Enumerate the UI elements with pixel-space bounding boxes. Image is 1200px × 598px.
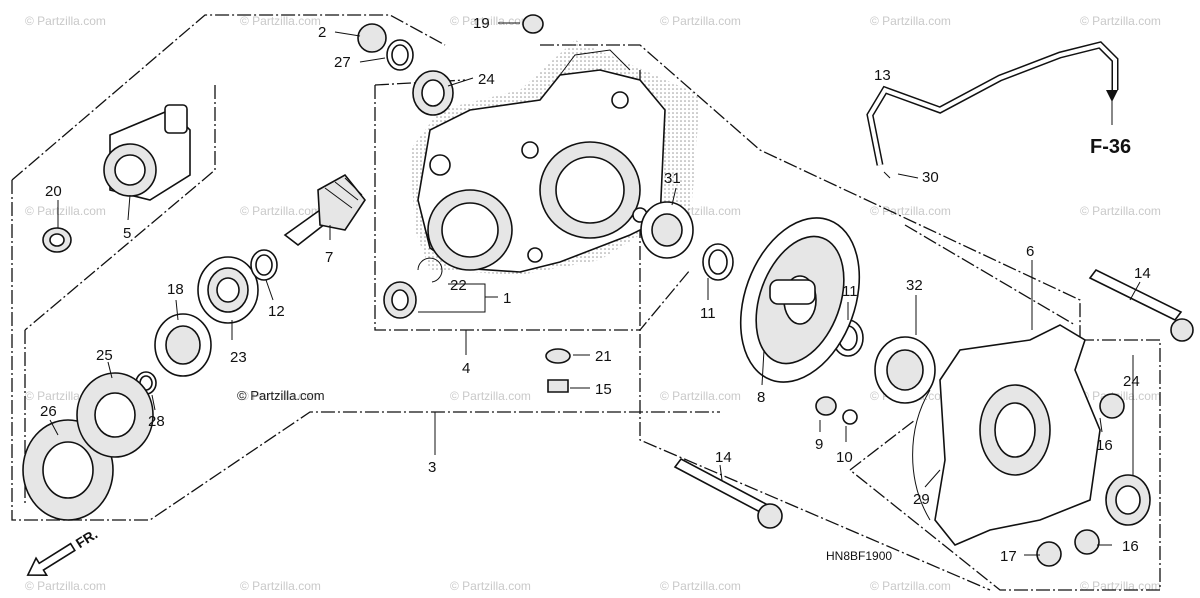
callout-3: 3: [428, 459, 436, 476]
watermark-text: © Partzilla.com: [450, 389, 531, 403]
gear-case-housing: [410, 40, 700, 275]
pinion-gear-part: [283, 173, 366, 247]
watermark-text: © Partzilla.com: [1080, 204, 1161, 218]
callout-27: 27: [334, 54, 351, 71]
watermark-text: © Partzilla.com: [25, 204, 106, 218]
callout-31: 31: [664, 170, 681, 187]
watermark-text: © Partzilla.com: [240, 389, 321, 403]
callout-16-b: 16: [1122, 538, 1139, 555]
watermark-text: © Partzilla.com: [1080, 14, 1161, 28]
ring-gear-part: [739, 217, 861, 383]
watermark-text: © Partzilla.com: [450, 14, 531, 28]
callout-11-a: 11: [700, 305, 716, 322]
callout-15: 15: [595, 381, 612, 398]
callout-2: 2: [318, 24, 326, 41]
front-arrow-icon: [26, 542, 76, 576]
watermark-text: © Partzilla.com: [660, 14, 741, 28]
callout-19: 19: [473, 15, 490, 32]
callout-28: 28: [148, 413, 165, 430]
callout-1: 1: [503, 290, 511, 307]
callout-20: 20: [45, 183, 62, 200]
watermark-text: © Partzilla.com: [25, 579, 106, 593]
callout-7: 7: [325, 249, 333, 266]
part-drawings: [22, 14, 1194, 567]
callout-9: 9: [815, 436, 823, 453]
diagram-code: HN8BF1900: [826, 549, 892, 563]
bearing-parts: [154, 201, 936, 404]
callout-24-a: 24: [478, 71, 495, 88]
callout-8: 8: [757, 389, 765, 406]
front-direction-indicator: FR.: [26, 526, 101, 576]
callout-5: 5: [123, 225, 131, 242]
watermark-text: © Partzilla.com: [25, 14, 106, 28]
callout-16-a: 16: [1096, 437, 1113, 454]
watermark-text: © Partzilla.com: [870, 14, 951, 28]
copyright-text: © Partzilla.com: [237, 388, 325, 403]
callout-10: 10: [836, 449, 853, 466]
callout-11-b: 11: [842, 283, 858, 300]
watermark-text: © Partzilla.com: [660, 389, 741, 403]
callout-22: 22: [450, 277, 467, 294]
reference-label: F-36: [1090, 136, 1131, 158]
callout-17: 17: [1000, 548, 1017, 565]
watermark-text: © Partzilla.com: [240, 14, 321, 28]
callout-32-label: 32: [906, 277, 923, 294]
watermark-text: © Partzilla.com: [1080, 579, 1161, 593]
front-label: FR.: [73, 526, 101, 552]
nut-part: [42, 227, 72, 253]
callout-4: 4: [462, 360, 470, 377]
callout-6: 6: [1026, 243, 1034, 260]
watermark-text: © Partzilla.com: [1080, 389, 1161, 403]
callout-12: 12: [268, 303, 285, 320]
callout-24-b: 24: [1123, 373, 1140, 390]
callout-21: 21: [595, 348, 612, 365]
callout-25: 25: [96, 347, 113, 364]
watermark-text: © Partzilla.com: [240, 204, 321, 218]
callout-14-bottom: 14: [715, 449, 732, 466]
watermark-text: © Partzilla.com: [870, 204, 951, 218]
watermark-text: © Partzilla.com: [450, 579, 531, 593]
callout-numbers: 2 27 19 24 20 5 7 18 12 22 1 23 25 4 21 …: [40, 15, 1151, 565]
callout-23: 23: [230, 349, 247, 366]
watermark-text: © Partzilla.com: [240, 579, 321, 593]
watermark-text: © Partzilla.com: [660, 579, 741, 593]
callout-26: 26: [40, 403, 57, 420]
breather-tube-part: [866, 41, 1119, 179]
watermark-text: © Partzilla.com: [870, 579, 951, 593]
callout-30: 30: [922, 169, 939, 186]
gear-case-cover: [912, 324, 1101, 546]
callout-18: 18: [167, 281, 184, 298]
callout-14-right: 14: [1134, 265, 1151, 282]
leader-lines: [49, 22, 1141, 556]
reference-arrow-icon: [1106, 90, 1118, 102]
callout-29: 29: [913, 491, 930, 508]
ring-and-seal-parts: [22, 39, 1151, 526]
fastener-parts: [357, 14, 1194, 567]
joint-part: [103, 104, 191, 201]
callout-13: 13: [874, 67, 891, 84]
